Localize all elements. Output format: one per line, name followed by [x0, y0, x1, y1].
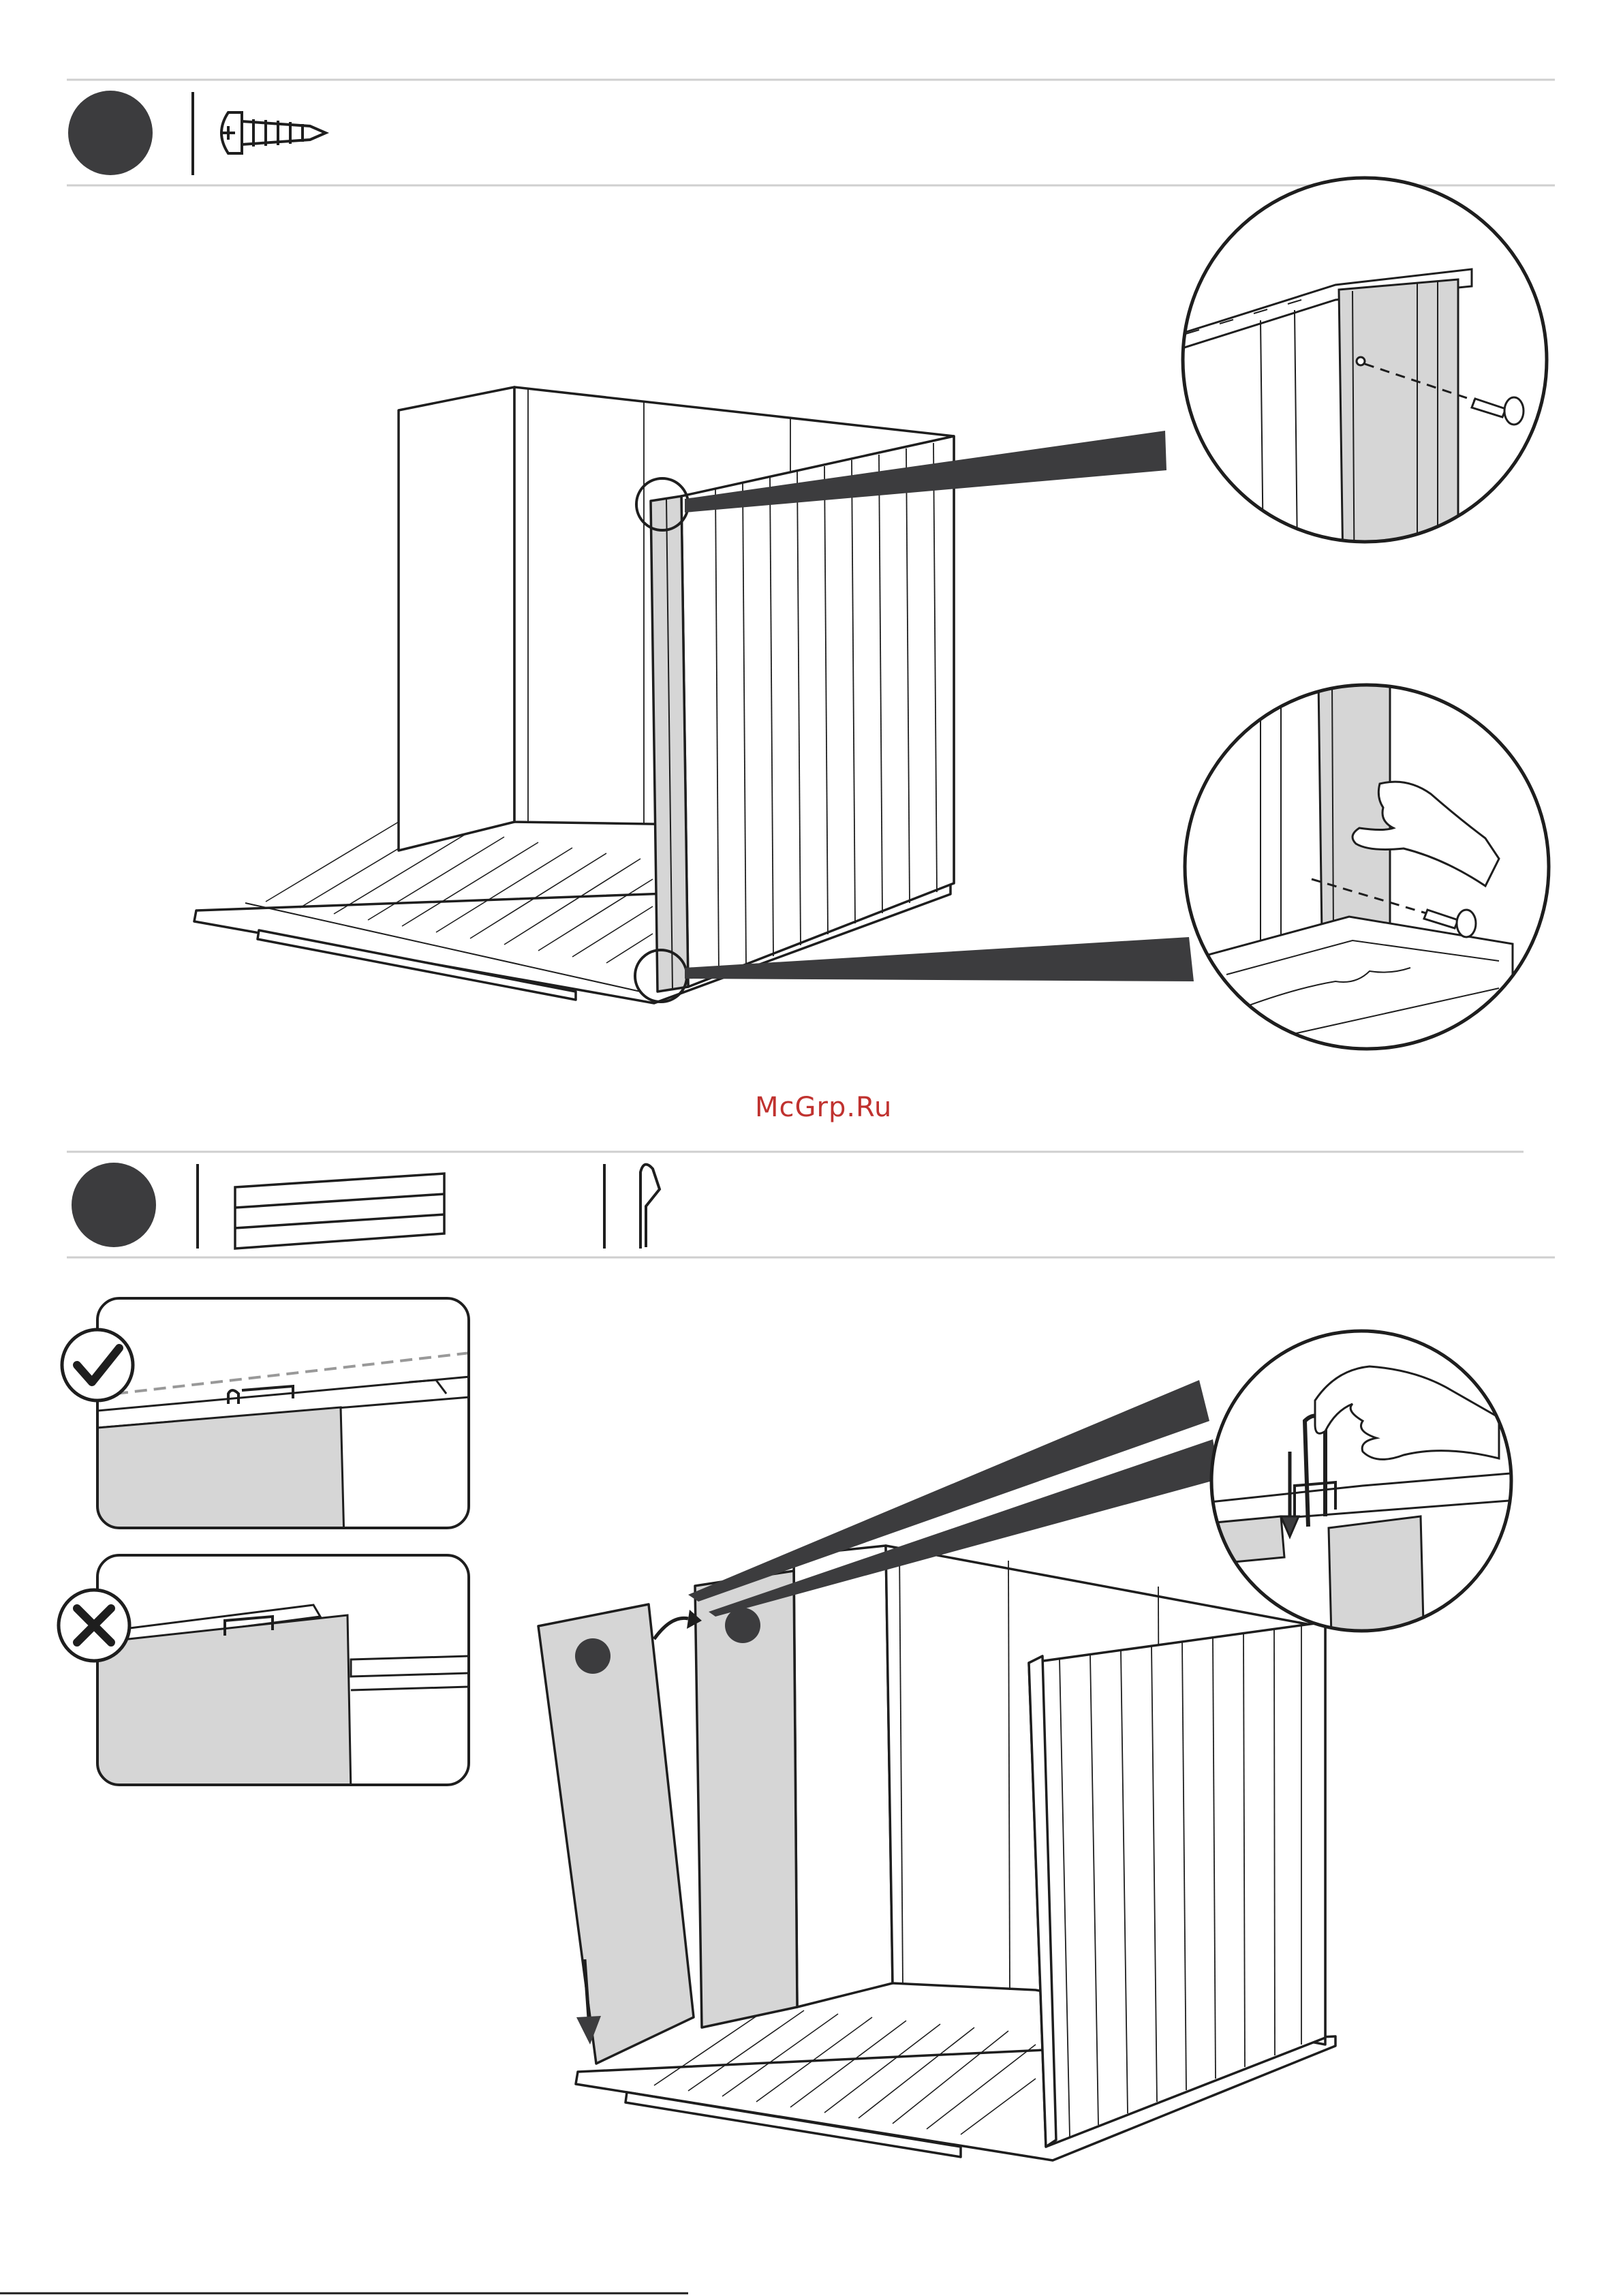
watermark-text: McGrp.Ru	[755, 1092, 892, 1123]
screw-icon	[221, 112, 326, 153]
zoom-detail-top	[1158, 178, 1547, 613]
cross-icon	[59, 1590, 129, 1661]
correct-detail	[62, 1298, 470, 1540]
back-wall	[399, 387, 514, 851]
panel-marker	[575, 1638, 610, 1674]
clip-icon	[640, 1165, 660, 1249]
wall-panel-leaning	[538, 1604, 694, 2064]
check-icon	[62, 1330, 133, 1400]
step-b-header	[67, 1163, 1555, 1257]
wall-panel-icon	[235, 1174, 444, 1249]
zoom-corner-post	[1339, 279, 1458, 613]
zoom-corner-post	[1318, 682, 1390, 934]
step-badge	[68, 91, 153, 175]
zoom-detail-bottom	[1185, 682, 1549, 1063]
step-a-header	[67, 80, 1555, 185]
shed-assembly-b	[538, 1546, 1335, 2160]
incorrect-detail	[59, 1555, 470, 1792]
back-wall	[794, 1546, 893, 2007]
step-badge	[72, 1163, 156, 1247]
panel-marker	[725, 1608, 760, 1643]
move-arrow-icon	[654, 1618, 688, 1639]
